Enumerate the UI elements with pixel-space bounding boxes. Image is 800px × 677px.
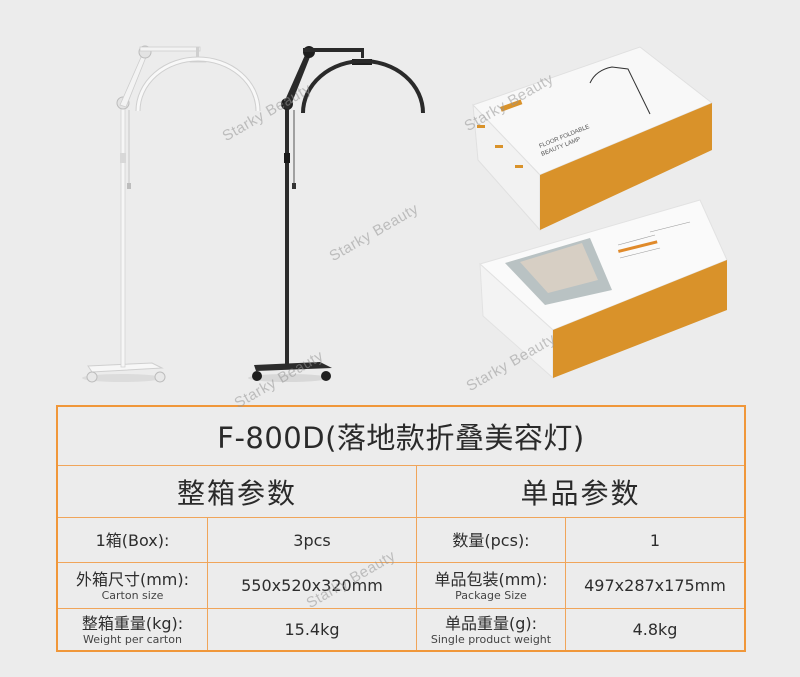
row-label: 1箱(Box):	[95, 530, 170, 550]
row-label: 整箱重量(kg):	[81, 613, 184, 633]
value-cell: 497x287x175mm	[565, 563, 744, 608]
value-cell: 4.8kg	[565, 609, 744, 650]
table-row: 外箱尺寸(mm): Carton size 550x520x320mm 单品包装…	[58, 562, 744, 608]
product-hero: FLOOR FOLDABLE BEAUTY LAMP Starky Beauty…	[82, 45, 728, 612]
carton-params-heading: 整箱参数	[176, 476, 297, 510]
value-cell: 550x520x320mm	[207, 563, 416, 608]
single-params-heading: 单品参数	[416, 466, 744, 517]
white-floor-lamp	[82, 45, 261, 383]
row-sublabel: Single product weight	[430, 632, 552, 646]
table-row: 1箱(Box): 3pcs 数量(pcs): 1	[58, 517, 744, 562]
packaging-box-bottom	[479, 199, 728, 380]
table-title-row: F-800D(落地款折叠美容灯)	[58, 407, 744, 465]
row-label: 单品重量(g):	[444, 613, 538, 633]
label-cell: 外箱尺寸(mm): Carton size	[58, 563, 207, 608]
row-sublabel: Weight per carton	[83, 632, 182, 646]
table-title: F-800D(落地款折叠美容灯)	[217, 421, 585, 455]
label-cell: 1箱(Box):	[58, 518, 207, 562]
spec-table: F-800D(落地款折叠美容灯) 整箱参数 单品参数 1箱(Box): 3pcs…	[56, 405, 746, 652]
packaging-box-top: FLOOR FOLDABLE BEAUTY LAMP	[472, 46, 713, 232]
label-cell: 数量(pcs):	[416, 518, 565, 562]
section-header-row: 整箱参数 单品参数	[58, 465, 744, 517]
label-cell: 单品重量(g): Single product weight	[416, 609, 565, 650]
value-cell: 15.4kg	[207, 609, 416, 650]
row-label: 外箱尺寸(mm):	[75, 569, 190, 589]
product-illustration: FLOOR FOLDABLE BEAUTY LAMP	[82, 45, 728, 383]
row-label: 单品包装(mm):	[434, 569, 548, 589]
label-cell: 整箱重量(kg): Weight per carton	[58, 609, 207, 650]
value-cell: 1	[565, 518, 744, 562]
black-floor-lamp	[248, 46, 425, 382]
row-sublabel: Package Size	[455, 588, 527, 602]
row-sublabel: Carton size	[101, 588, 164, 602]
row-label: 数量(pcs):	[452, 530, 530, 550]
table-row: 整箱重量(kg): Weight per carton 15.4kg 单品重量(…	[58, 608, 744, 650]
value-cell: 3pcs	[207, 518, 416, 562]
label-cell: 单品包装(mm): Package Size	[416, 563, 565, 608]
